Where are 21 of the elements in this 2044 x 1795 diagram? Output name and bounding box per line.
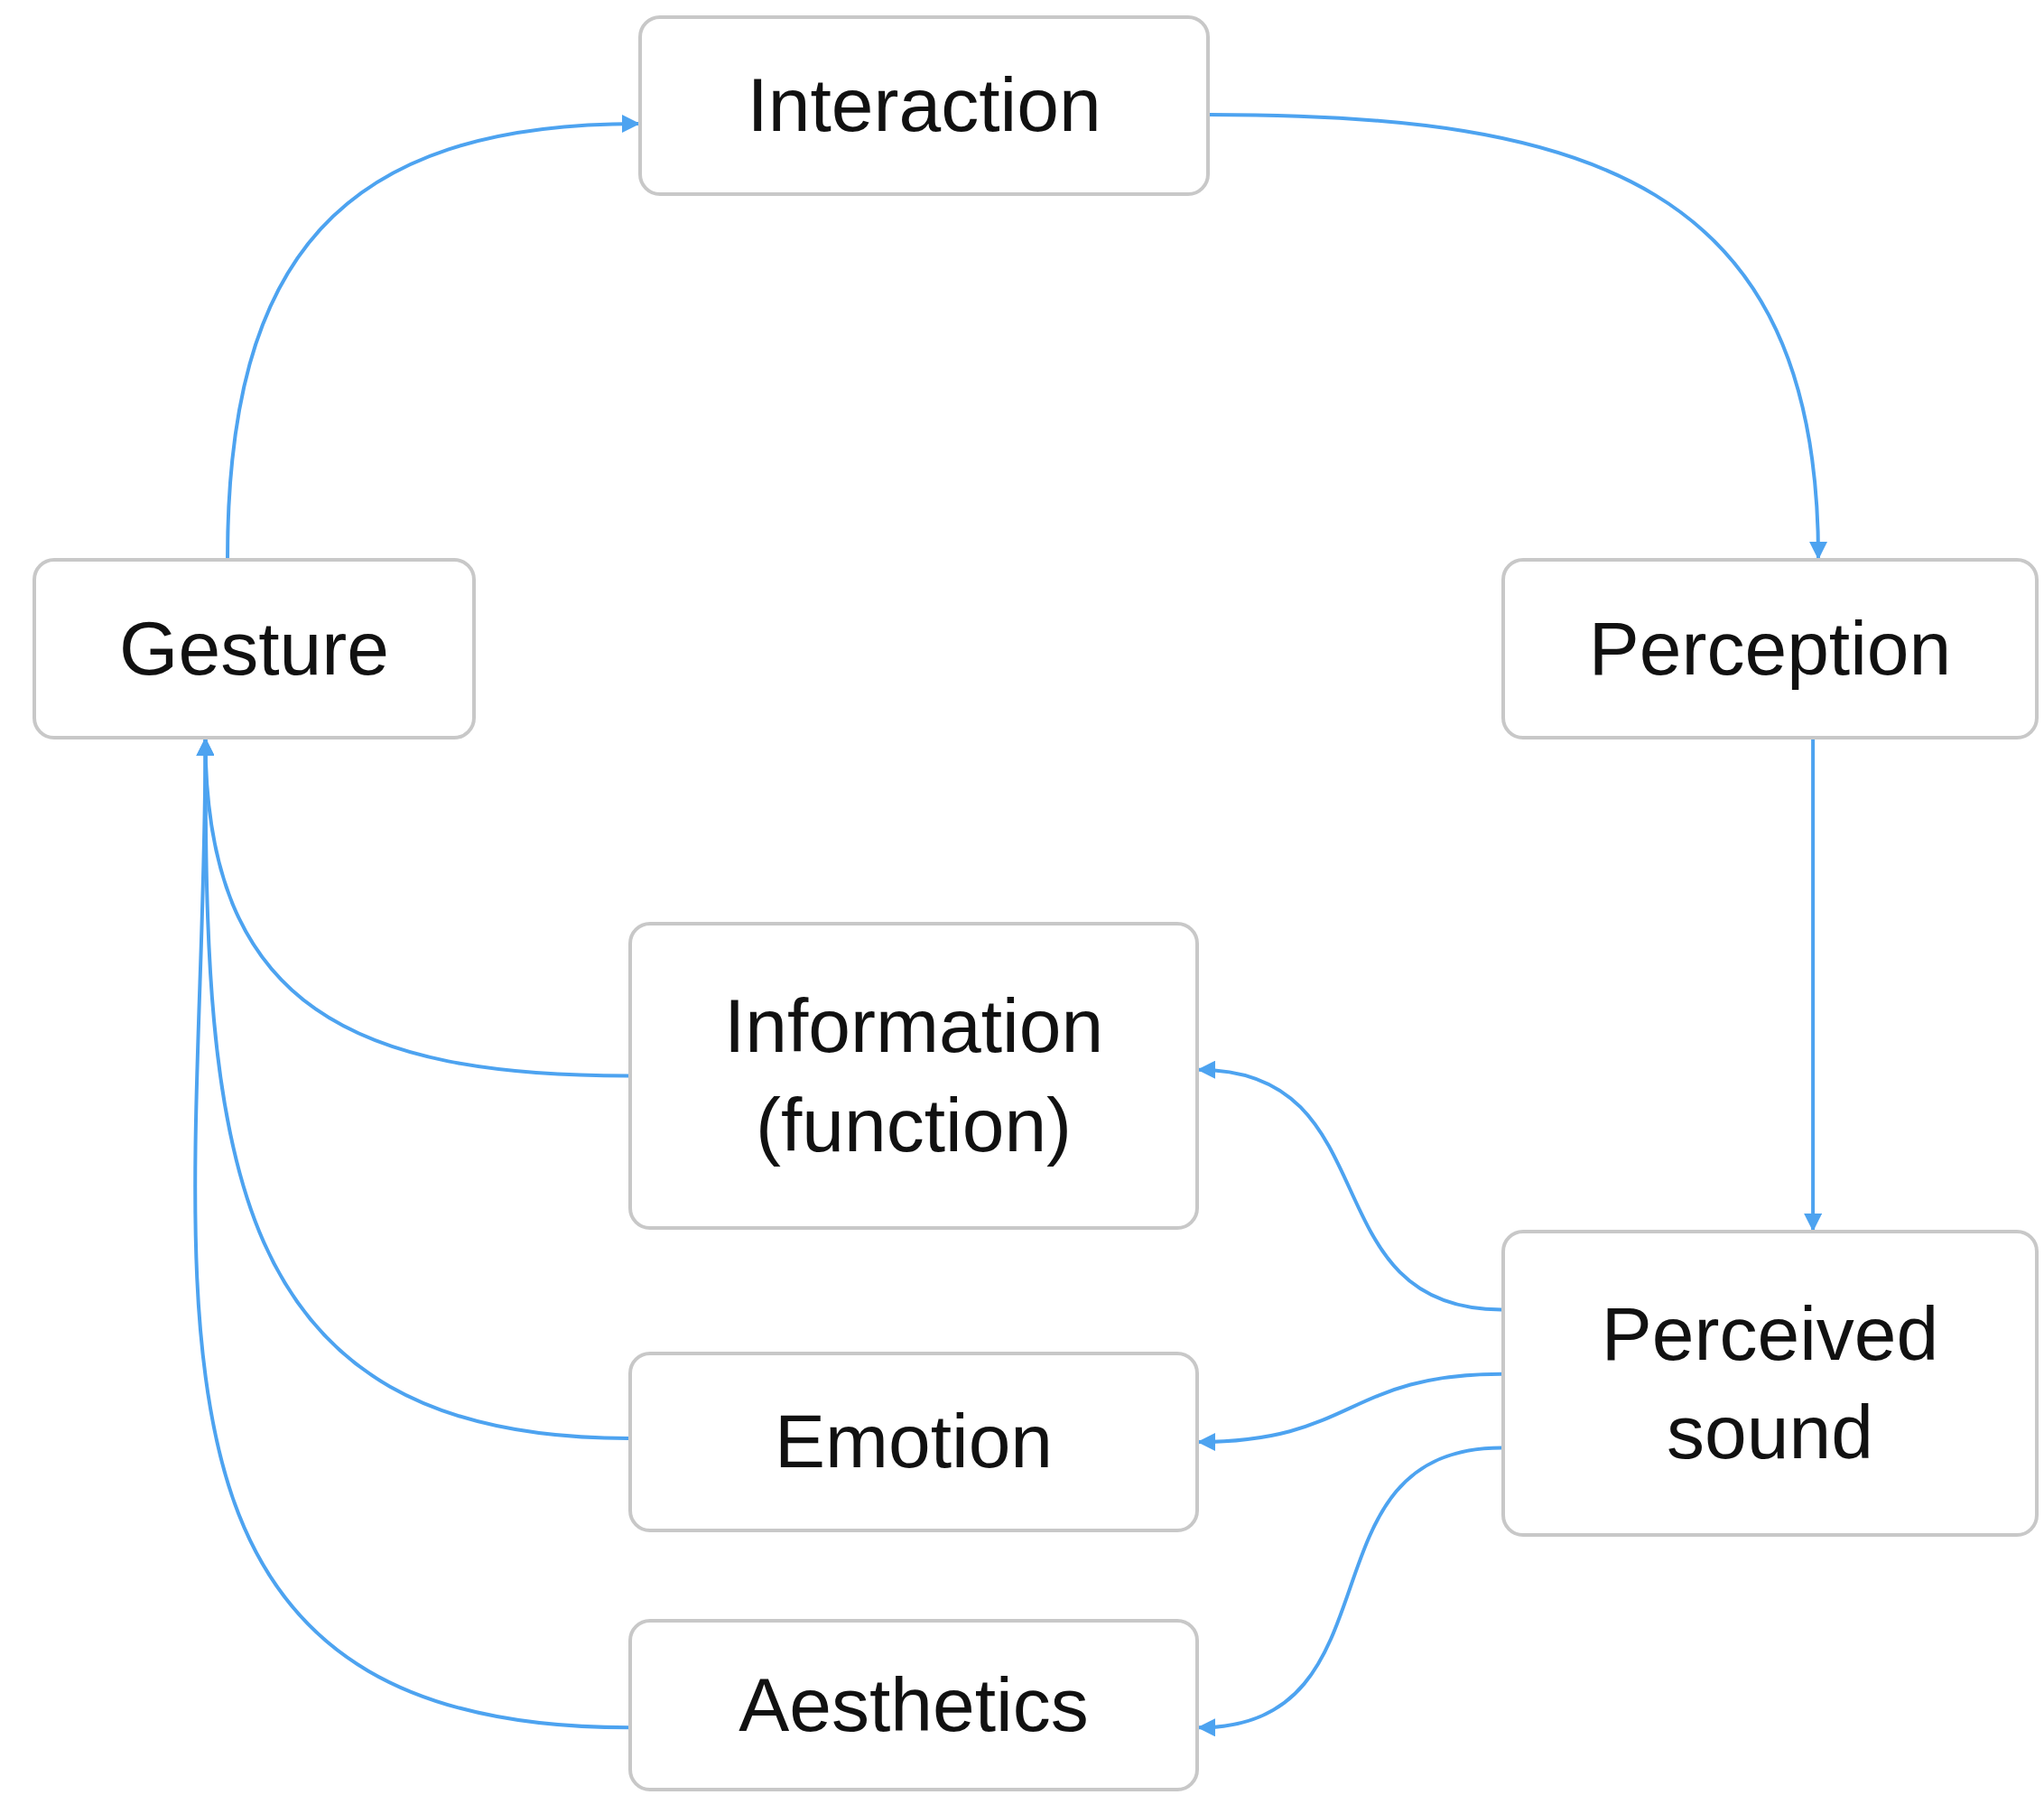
box-label: Aesthetics <box>739 1660 1089 1749</box>
arrow <box>1209 113 1827 560</box>
process-box <box>628 1619 1199 1791</box>
box-label: Gesture <box>119 604 389 693</box>
process-box <box>628 1352 1199 1532</box>
process-box <box>1501 558 2039 739</box>
process-box <box>1501 1230 2039 1537</box>
arrow <box>1197 1446 1502 1735</box>
arrow <box>193 738 629 1730</box>
arrow <box>1197 1372 1502 1451</box>
box-label: Emotion <box>774 1398 1054 1486</box>
box-label: Perception <box>1588 604 1952 693</box>
box-label: Information (function) <box>722 982 1105 1169</box>
process-box <box>628 922 1199 1230</box>
process-box <box>33 558 476 739</box>
arrow <box>1197 1062 1502 1312</box>
box-label: Perceived sound <box>1600 1289 1940 1476</box>
box-label: Interaction <box>747 61 1101 150</box>
arrow <box>1804 739 1823 1232</box>
arrow <box>226 115 640 559</box>
process-box <box>638 15 1210 196</box>
